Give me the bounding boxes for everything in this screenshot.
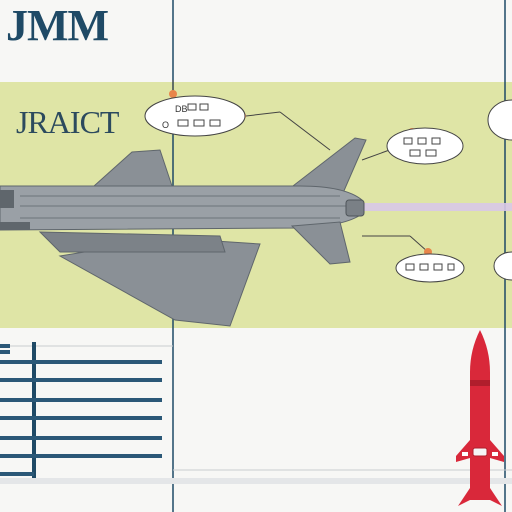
page-title: JMM <box>6 1 109 50</box>
callout-1-line2: O <box>162 120 169 130</box>
panel-label: JRAICT <box>16 104 119 140</box>
list-bar-1 <box>0 360 162 364</box>
missile-icon <box>456 330 504 506</box>
exhaust-beam <box>362 203 512 211</box>
list-bar-2 <box>0 378 162 382</box>
fighter-jet-icon <box>0 137 367 327</box>
callout-bubble-5 <box>493 251 512 281</box>
info-list <box>0 342 173 482</box>
callout-2-glyphs <box>403 137 441 157</box>
callout-dot-1 <box>169 90 177 98</box>
callout-bubble-2 <box>386 127 464 165</box>
callout-bubble-1 <box>144 95 246 137</box>
list-bar-7 <box>0 472 34 476</box>
callout-1-line1: DB <box>175 104 188 114</box>
list-bar-5 <box>0 436 162 440</box>
list-bar-6 <box>0 454 162 458</box>
callout-1-glyphs <box>177 103 221 127</box>
list-bar-3 <box>0 398 162 402</box>
callout-bubble-4 <box>487 99 512 141</box>
callout-bubble-3 <box>395 253 465 283</box>
callout-3-glyphs <box>405 263 455 271</box>
list-bar-4 <box>0 416 162 420</box>
